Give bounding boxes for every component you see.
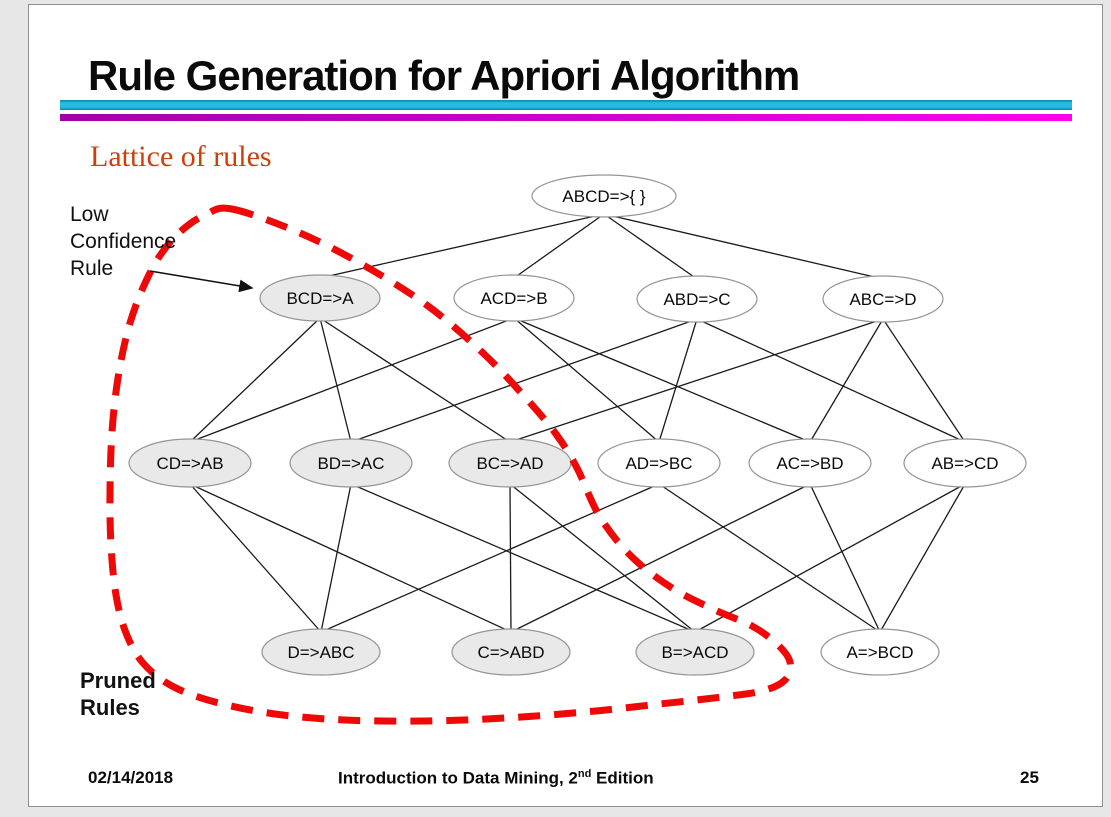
rule-node-ellipse [531, 174, 677, 218]
low-confidence-line: Rule [70, 257, 114, 280]
footer-date: 02/14/2018 [88, 768, 174, 787]
rule-node-ABCD: ABCD=>{ } [531, 174, 677, 218]
rule-node-ellipse [259, 274, 381, 322]
edge-BCD_A-BD_AC [319, 317, 352, 443]
pruned-region-outline [106, 204, 794, 725]
rule-node-label: D=>ABC [287, 643, 354, 662]
lattice-nodes: ABCD=>{ } BCD=>A ACD=>B ABD=>C ABC=>D CD=>AB B… [128, 174, 1027, 676]
rule-node-CD_AB: CD=>AB [128, 438, 252, 488]
pruned-rules-line: Pruned [80, 668, 156, 693]
edge-ABD_C-BD_AC [350, 318, 698, 443]
rule-node-AD_BC: AD=>BC [597, 438, 721, 488]
rule-node-label: B=>ACD [661, 643, 728, 662]
edge-BD_AC-B_ACD [350, 483, 696, 633]
rule-node-ellipse [451, 628, 571, 676]
rule-node-BD_AC: BD=>AC [289, 438, 413, 488]
slide-canvas [28, 4, 1103, 807]
rule-node-ellipse [636, 275, 758, 323]
edge-ABCD-ABD_C [603, 213, 698, 280]
lattice-subtitle: Lattice of rules [90, 140, 272, 173]
rule-node-label: C=>ABD [477, 643, 544, 662]
rule-node-ABD_C: ABD=>C [636, 275, 758, 323]
low-confidence-line: Confidence [70, 230, 177, 253]
rule-node-ellipse [289, 438, 413, 488]
rule-node-label: A=>BCD [846, 643, 913, 662]
pruned-rules-line: Rules [80, 695, 140, 720]
rule-node-label: AB=>CD [931, 454, 998, 473]
edge-AC_BD-C_ABD [510, 483, 811, 633]
rule-node-ellipse [748, 438, 872, 488]
edge-BC_AD-C_ABD [509, 483, 512, 633]
edge-AD_BC-A_BCD [658, 483, 881, 633]
rule-node-ellipse [903, 438, 1027, 488]
rule-node-ellipse [453, 274, 575, 322]
rule-node-AC_BD: AC=>BD [748, 438, 872, 488]
rule-node-label: ACD=>B [480, 289, 547, 308]
edge-ACD_B-AC_BD [513, 317, 811, 443]
rule-node-label: CD=>AB [156, 454, 223, 473]
edge-ABD_C-AD_BC [658, 318, 698, 443]
edge-BD_AC-D_ABC [320, 483, 352, 633]
rule-node-label: AC=>BD [776, 454, 843, 473]
rule-node-label: BC=>AD [476, 454, 543, 473]
low-confidence-callout: Low Confidence Rule [70, 201, 176, 282]
edge-AB_CD-B_ACD [694, 483, 966, 633]
rule-node-ellipse [635, 628, 755, 676]
edge-ABC_D-BC_AD [509, 318, 884, 443]
rule-node-D_ABC: D=>ABC [261, 628, 381, 676]
rule-node-label: AD=>BC [625, 454, 692, 473]
footer-book-title-tail: Edition [591, 768, 654, 788]
rule-node-label: BCD=>A [286, 289, 354, 308]
rule-node-label: ABC=>D [849, 290, 916, 309]
edge-ABCD-ABC_D [603, 213, 884, 280]
edge-ABCD-ACD_B [513, 213, 605, 279]
rule-node-label: ABD=>C [663, 290, 730, 309]
edge-CD_AB-C_ABD [189, 483, 512, 633]
rule-node-B_ACD: B=>ACD [635, 628, 755, 676]
rule-node-A_BCD: A=>BCD [820, 628, 940, 676]
rule-node-ellipse [820, 628, 940, 676]
edge-AB_CD-A_BCD [879, 483, 966, 633]
rule-node-ellipse [128, 438, 252, 488]
lattice-edges [189, 213, 966, 633]
edge-CD_AB-D_ABC [189, 483, 322, 633]
rule-node-ellipse [261, 628, 381, 676]
slide-title: Rule Generation for Apriori Algorithm [88, 52, 800, 100]
rule-node-label: ABCD=>{ } [562, 187, 645, 206]
pruned-rules-callout: Pruned Rules [80, 667, 156, 721]
edge-ABD_C-AB_CD [696, 318, 966, 443]
low-confidence-arrow [149, 270, 254, 293]
footer-book-title-text: Introduction to Data Mining, 2 [338, 768, 578, 788]
edge-ABC_D-AC_BD [809, 318, 884, 443]
rule-node-ellipse [597, 438, 721, 488]
rule-node-label: BD=>AC [317, 454, 384, 473]
edge-ACD_B-CD_AB [189, 317, 515, 443]
rule-node-AB_CD: AB=>CD [903, 438, 1027, 488]
rule-node-ACD_B: ACD=>B [453, 274, 575, 322]
edge-AC_BD-A_BCD [809, 483, 881, 633]
edge-ACD_B-AD_BC [513, 317, 660, 443]
footer-page-number: 25 [1020, 768, 1039, 787]
footer-book-title: Introduction to Data Mining, 2nd Edition [338, 768, 654, 789]
edge-AD_BC-D_ABC [320, 483, 660, 633]
edge-BC_AD-B_ACD [509, 483, 696, 633]
edge-BCD_A-BC_AD [319, 317, 511, 443]
rule-node-C_ABD: C=>ABD [451, 628, 571, 676]
edge-BCD_A-CD_AB [189, 317, 321, 443]
rule-node-BCD_A: BCD=>A [259, 274, 381, 322]
rule-node-ABC_D: ABC=>D [822, 275, 944, 323]
low-confidence-line: Low [70, 203, 109, 226]
edge-ABC_D-AB_CD [882, 318, 966, 443]
footer-book-title-sup: nd [577, 768, 592, 780]
accent-bar-magenta [60, 114, 1072, 121]
accent-bar-cyan [60, 100, 1072, 110]
rule-node-ellipse [822, 275, 944, 323]
rule-node-BC_AD: BC=>AD [448, 438, 572, 488]
